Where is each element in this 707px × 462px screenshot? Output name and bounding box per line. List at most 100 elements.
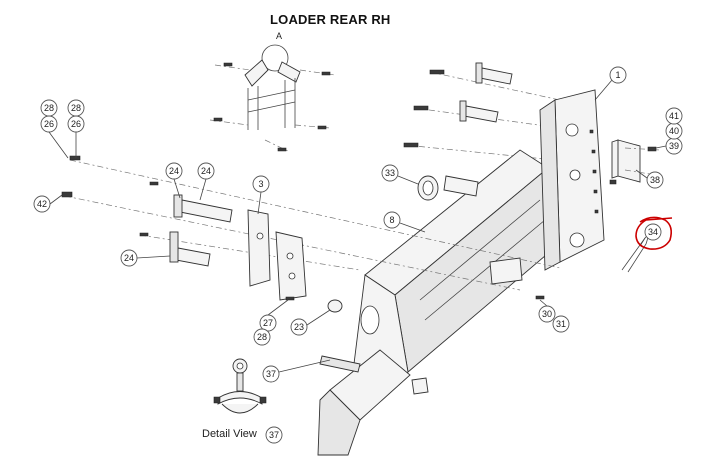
callout-circle — [552, 315, 570, 333]
callout-number: 38 — [650, 175, 660, 185]
callout-circle — [197, 162, 215, 180]
leader-26 — [48, 131, 77, 159]
callout-circle — [538, 305, 556, 323]
callout-circle — [165, 162, 183, 180]
upper-pins-group — [403, 62, 561, 161]
leader-42 — [49, 194, 63, 205]
callout-circle — [646, 171, 664, 189]
callout-number: 33 — [385, 168, 395, 178]
callout-c23: 23 — [290, 318, 308, 336]
callout-number: 37 — [266, 369, 276, 379]
leader-3 — [257, 191, 262, 215]
shackle-eye-hole — [236, 362, 244, 370]
callout-c31: 31 — [552, 315, 570, 333]
callout-number: 31 — [556, 319, 566, 329]
leader-37 — [278, 359, 331, 373]
callout-circle — [67, 99, 85, 117]
callout-circle — [253, 328, 271, 346]
plate-1-hole-mid — [569, 169, 581, 181]
left-pin-group — [61, 155, 561, 291]
callout-number: 23 — [294, 322, 304, 332]
callout-c42: 42 — [33, 195, 51, 213]
leader-33 — [397, 175, 419, 185]
callout-c27: 27 — [259, 314, 277, 332]
inset-dash-lines — [209, 64, 336, 153]
callout-number: 30 — [542, 309, 552, 319]
callout-c24a: 24 — [165, 162, 183, 180]
leader-23 — [306, 309, 331, 326]
pin-clip-shape — [621, 235, 649, 273]
inset-bolts — [213, 62, 331, 152]
callout-number: 37 — [269, 430, 279, 440]
callout-number: 28 — [71, 103, 81, 113]
callout-number: 24 — [124, 253, 134, 263]
callout-c24c: 24 — [120, 249, 138, 267]
inset-view-a: A — [209, 31, 336, 153]
callout-c28b: 28 — [67, 99, 85, 117]
bracket-joint — [489, 257, 523, 285]
callout-c37: 37 — [262, 365, 280, 383]
inset-arm-left — [244, 59, 269, 87]
upper-pin-1-head — [475, 62, 483, 84]
bracket-3-hole-2 — [286, 252, 294, 260]
callout-c28a: 28 — [40, 99, 58, 117]
callout-number: 8 — [389, 215, 394, 225]
callout-number: 41 — [669, 111, 679, 121]
u-bracket-38 — [609, 139, 661, 185]
highlight-circle-34 — [635, 216, 673, 250]
callout-c28c: 28 — [253, 328, 271, 346]
boom-arm-8 — [317, 149, 553, 456]
callout-circle — [609, 66, 627, 84]
pin-24-upper-head — [173, 194, 183, 218]
callout-c1: 1 — [609, 66, 627, 84]
callout-circle — [40, 99, 58, 117]
shackle-stem — [236, 372, 244, 392]
plate-1-hole-top — [565, 123, 579, 137]
ring-eye-33 — [417, 175, 479, 201]
pin-clip-34 — [621, 235, 649, 273]
plate-1-bolt-holes — [589, 129, 599, 214]
upper-pin-2-head — [459, 100, 467, 122]
callout-number: 40 — [669, 126, 679, 136]
callout-c3: 3 — [252, 175, 270, 193]
callout-circle — [290, 318, 308, 336]
inset-detail-circle — [261, 44, 289, 72]
bracket-3 — [247, 209, 307, 301]
pin-24-lower — [175, 247, 211, 267]
callout-circle — [262, 365, 280, 383]
callout-number: 26 — [71, 119, 81, 129]
callout-c39: 39 — [665, 137, 683, 155]
callout-c41: 41 — [665, 107, 683, 125]
leader-27 — [267, 299, 289, 316]
callout-c26a: 26 — [40, 115, 58, 133]
shackle-clamp-top — [217, 391, 263, 405]
callout-number: 24 — [169, 166, 179, 176]
shackle-clamp-bottom — [221, 403, 259, 414]
pin-24-upper — [179, 199, 233, 223]
shackle-bolts — [213, 396, 267, 404]
upper-pin-2 — [463, 105, 499, 123]
detail-view-caption: Detail View — [202, 428, 257, 440]
leader-24 — [136, 178, 207, 259]
plate-1-hole-bottom — [569, 232, 585, 248]
ring-eye-inner — [422, 180, 434, 196]
callout-circle — [252, 175, 270, 193]
callout-number: 1 — [615, 70, 620, 80]
callout-c30: 30 — [538, 305, 556, 323]
callout-circle — [644, 223, 662, 241]
left-bolts — [61, 155, 159, 237]
u-bracket-body — [611, 139, 641, 183]
callout-c40: 40 — [665, 122, 683, 140]
pin-24-lower-head — [169, 231, 179, 263]
callout-number: 26 — [44, 119, 54, 129]
callout-number: 24 — [201, 166, 211, 176]
callout-c38: 38 — [646, 171, 664, 189]
callout-number: 42 — [37, 199, 47, 209]
detail-view-label: Detail View — [202, 428, 257, 440]
callout-circle — [120, 249, 138, 267]
small-parts — [285, 257, 545, 313]
boom-ribs — [419, 199, 546, 321]
